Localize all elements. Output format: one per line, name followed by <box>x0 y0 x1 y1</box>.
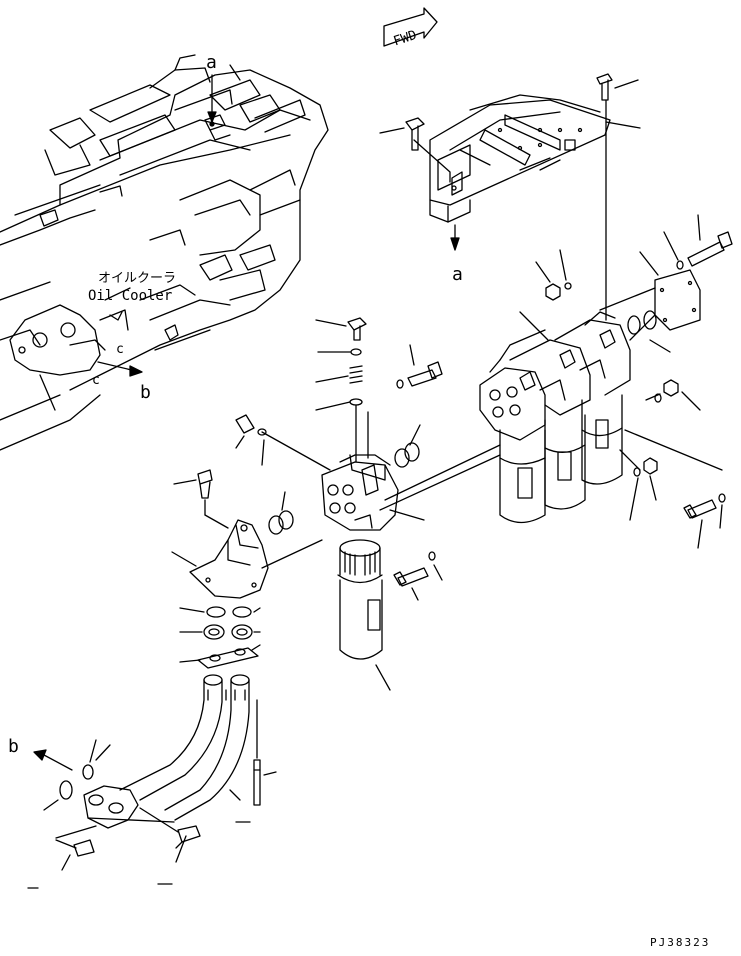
oil-cooler-jp-label: オイルクーラ <box>98 271 176 286</box>
ref-c-lower: c <box>92 373 100 388</box>
oil-cooler-en-label: Oil Cooler <box>88 288 172 304</box>
ref-c-upper: c <box>116 342 124 357</box>
figure-code: PJ38323 <box>650 936 710 949</box>
filter-bracket <box>379 73 641 321</box>
single-filter-head <box>315 317 443 531</box>
triple-filter-assembly <box>379 214 733 549</box>
ref-a-top: a <box>206 52 217 73</box>
engine-block <box>0 54 329 451</box>
oil-pipe-assembly <box>27 674 277 889</box>
ref-a-bracket: a <box>452 264 463 285</box>
ref-b-cooler: b <box>140 382 151 403</box>
filter-adapter-block <box>171 414 331 669</box>
arrow-b-cooler-icon <box>97 361 143 377</box>
fwd-arrow-icon: FWD <box>383 7 438 50</box>
fwd-label: FWD <box>392 28 419 50</box>
spin-on-filter-cartridge <box>337 539 443 691</box>
ref-b-pipe: b <box>8 736 19 757</box>
